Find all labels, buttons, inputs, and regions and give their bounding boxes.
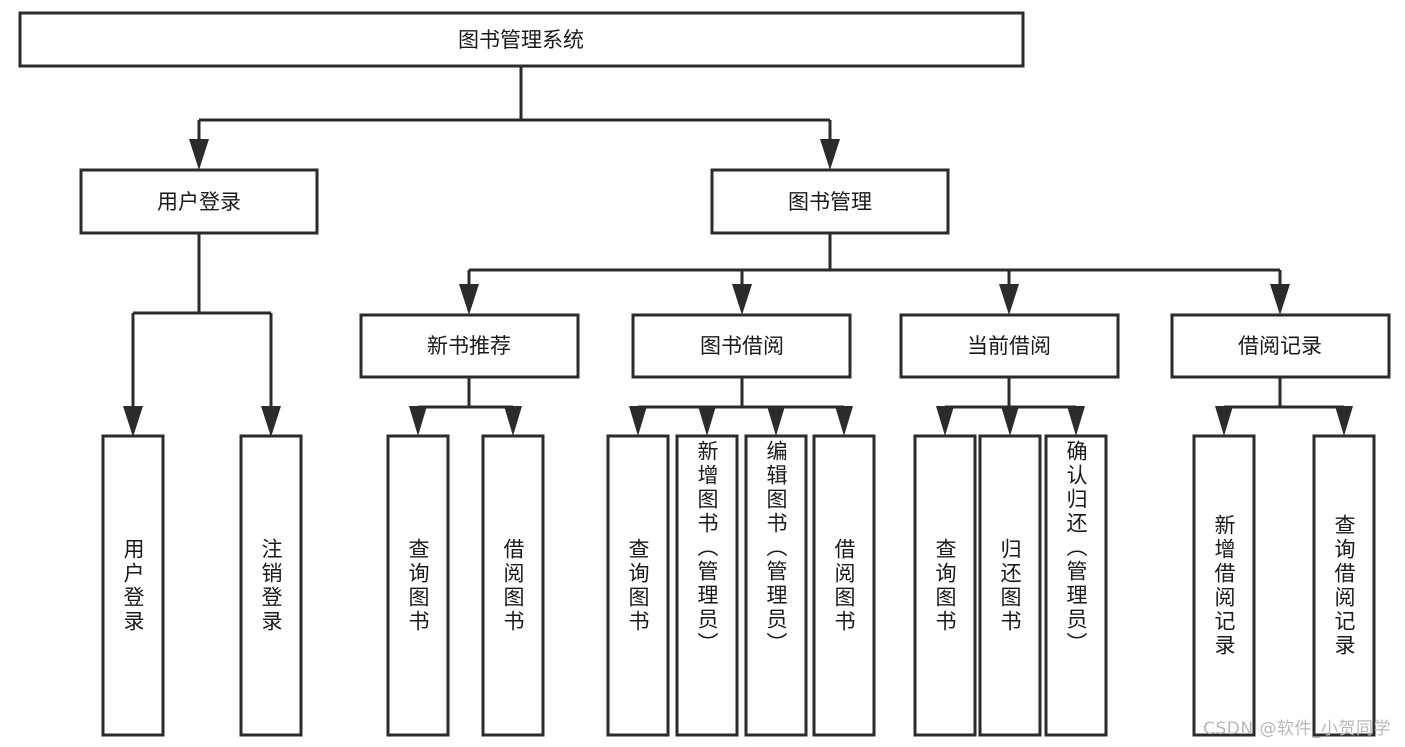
node-book-management-box[interactable] [710, 168, 950, 235]
watermark: CSDN @软件_小贺同学 [1203, 719, 1391, 739]
node-book-management[interactable]: 图书管理 [710, 168, 950, 235]
node-root-box[interactable] [18, 11, 1025, 68]
arrow-borrow-record-leaf1 [1215, 406, 1233, 436]
leaf-box-current-borrow-1[interactable] [913, 434, 977, 737]
node-book-management-label: 图书管理 [788, 190, 872, 214]
leaf-box-book-borrow-4[interactable] [812, 434, 876, 737]
arrowheads [123, 139, 1353, 437]
arrow-user-login-leaf2 [261, 406, 281, 437]
arrow-current-borrow-leaf1 [936, 406, 954, 436]
arrow-user-login-leaf1 [123, 406, 143, 437]
leaf-box-user-login-1[interactable] [101, 434, 165, 737]
leaf-box-book-borrow-1[interactable] [606, 434, 670, 737]
leaf-box-borrow-record-2[interactable] [1312, 434, 1376, 737]
node-borrow-record[interactable]: 借阅记录 [1170, 313, 1391, 379]
node-book-borrow-label: 图书借阅 [700, 334, 784, 358]
leaf-box-book-borrow-2[interactable] [675, 434, 739, 737]
node-book-borrow[interactable]: 图书借阅 [631, 313, 852, 379]
arrow-to-user-login [189, 139, 209, 170]
node-root[interactable]: 图书管理系统 [18, 11, 1025, 68]
arrow-current-borrow-leaf2 [1001, 406, 1019, 436]
leaf-box-current-borrow-3[interactable] [1044, 434, 1108, 737]
arrow-current-borrow-leaf3 [1067, 406, 1085, 436]
node-root-label: 图书管理系统 [458, 28, 584, 52]
arrow-borrow-record-leaf2 [1335, 406, 1353, 436]
arrow-book-borrow-leaf4 [835, 406, 853, 436]
node-user-login-box[interactable] [79, 168, 319, 235]
arrow-new-book-leaf2 [504, 406, 522, 436]
node-borrow-record-label: 借阅记录 [1238, 334, 1322, 358]
node-new-book-recommend[interactable]: 新书推荐 [359, 313, 580, 379]
leaf-box-new-book-1[interactable] [386, 434, 450, 737]
node-current-borrow-box[interactable] [899, 313, 1120, 379]
arrow-new-book-leaf1 [409, 406, 427, 436]
leaf-box-book-borrow-3[interactable] [744, 434, 808, 737]
arrow-to-book-mgmt [820, 139, 840, 170]
leaf-box-current-borrow-2[interactable] [978, 434, 1042, 737]
leaf-box-borrow-record-1[interactable] [1192, 434, 1256, 737]
node-new-book-recommend-box[interactable] [359, 313, 580, 379]
arrow-to-borrow-record [1270, 284, 1290, 315]
arrow-book-borrow-leaf2 [698, 406, 716, 436]
arrow-book-borrow-leaf1 [629, 406, 647, 436]
node-current-borrow[interactable]: 当前借阅 [899, 313, 1120, 379]
arrow-book-borrow-leaf3 [767, 406, 785, 436]
node-user-login[interactable]: 用户登录 [79, 168, 319, 235]
arrow-to-book-borrow [732, 284, 752, 315]
leaf-box-new-book-2[interactable] [481, 434, 545, 737]
leaf-boxes [101, 434, 1376, 737]
node-new-book-recommend-label: 新书推荐 [427, 334, 511, 358]
node-borrow-record-box[interactable] [1170, 313, 1391, 379]
node-book-borrow-box[interactable] [631, 313, 852, 379]
node-current-borrow-label: 当前借阅 [967, 334, 1051, 358]
arrow-to-current-borrow [999, 284, 1019, 315]
node-user-login-label: 用户登录 [157, 190, 241, 214]
leaf-box-user-login-2[interactable] [239, 434, 303, 737]
arrow-to-new-book [459, 284, 479, 315]
